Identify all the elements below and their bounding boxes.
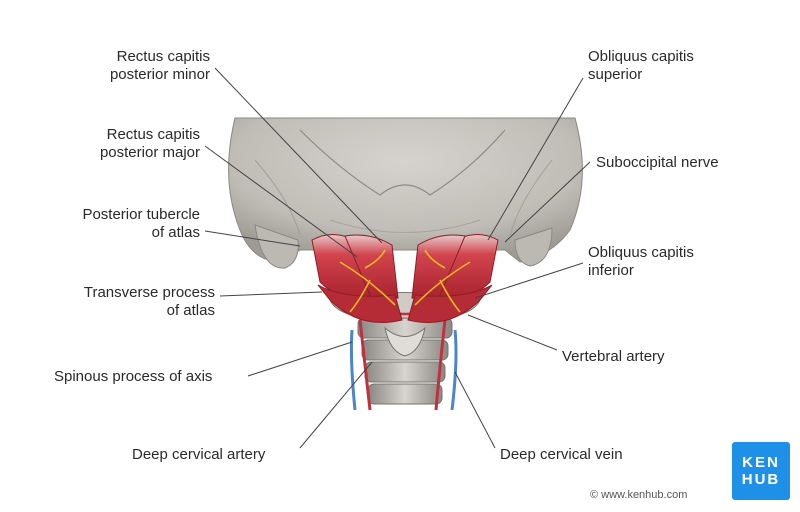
label-obliquus-capitis-superior: Obliquus capitis superior [588,48,694,83]
label-transverse-process-of-atlas: Transverse process of atlas [83,284,215,319]
label-obliquus-capitis-inferior: Obliquus capitis inferior [588,244,694,279]
logo-line-2: HUB [741,471,781,488]
label-rectus-capitis-posterior-major: Rectus capitis posterior major [99,126,200,161]
suboccipital-nerves [339,249,471,313]
leader-lines [204,67,591,449]
kenhub-logo[interactable]: KEN HUB [732,442,790,500]
label-deep-cervical-vein: Deep cervical vein [500,446,623,463]
label-suboccipital-nerve: Suboccipital nerve [596,154,719,171]
label-spinous-process-of-axis: Spinous process of axis [54,368,213,385]
label-vertebral-artery: Vertebral artery [562,348,665,365]
logo-line-1: KEN [742,454,780,471]
skull [228,117,583,269]
suboccipital-muscles-left [311,234,403,323]
suboccipital-muscles-right [407,234,499,323]
label-deep-cervical-artery: Deep cervical artery [132,446,266,463]
label-rectus-capitis-posterior-minor: Rectus capitis posterior minor [109,48,210,83]
copyright-credit: © www.kenhub.com [590,489,688,501]
label-posterior-tubercle-of-atlas: Posterior tubercle of atlas [82,206,200,241]
